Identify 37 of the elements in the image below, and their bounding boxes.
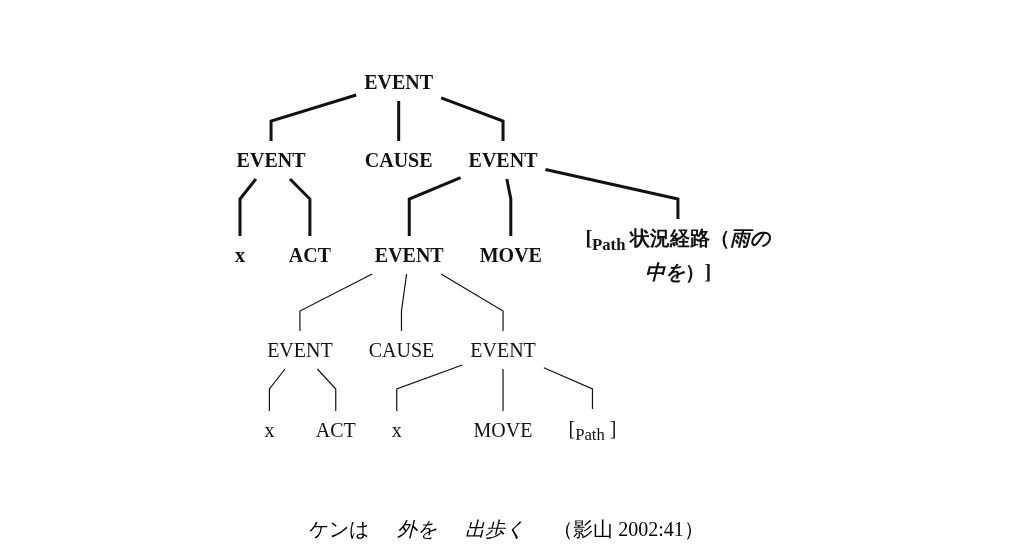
connector xyxy=(396,364,463,412)
connector xyxy=(407,176,462,236)
node-text: [$_{Path}$ ] xyxy=(568,417,617,444)
node-text: MOVE xyxy=(479,244,542,266)
annotation-text: ケンは xyxy=(309,517,370,542)
node-text: EVENT xyxy=(374,244,444,266)
connector xyxy=(505,178,513,236)
node-text: [$_{Path}$ 状況経路（雨の中を）] xyxy=(585,227,771,283)
connector xyxy=(543,367,594,410)
connector xyxy=(268,368,286,412)
connector xyxy=(269,93,357,141)
connector xyxy=(299,273,373,332)
node-text: ACT xyxy=(288,244,332,266)
connector xyxy=(440,96,505,141)
connector xyxy=(316,368,337,412)
connector xyxy=(238,178,258,236)
node-text: EVENT xyxy=(468,149,538,171)
node-text: x xyxy=(264,419,275,441)
node-text: ACT xyxy=(315,419,356,441)
connector xyxy=(397,101,401,141)
connector xyxy=(440,273,504,332)
connector xyxy=(502,368,504,412)
node-text: CAUSE xyxy=(364,149,433,171)
node-text: EVENT xyxy=(236,149,306,171)
node-text: MOVE xyxy=(473,419,533,441)
node-text: EVENT xyxy=(267,339,333,361)
connector xyxy=(545,168,680,219)
annotation-text: 出歩く xyxy=(465,517,526,542)
connector xyxy=(400,273,408,332)
annotation-text: （影山 2002:41） xyxy=(553,517,704,542)
annotation-text: 外を xyxy=(397,517,438,542)
node-text: EVENT xyxy=(470,339,536,361)
node-text: CAUSE xyxy=(368,339,435,361)
node-text: x xyxy=(391,419,402,441)
node-text: EVENT xyxy=(364,71,434,93)
connector xyxy=(288,177,312,236)
node-text: x xyxy=(235,244,246,266)
